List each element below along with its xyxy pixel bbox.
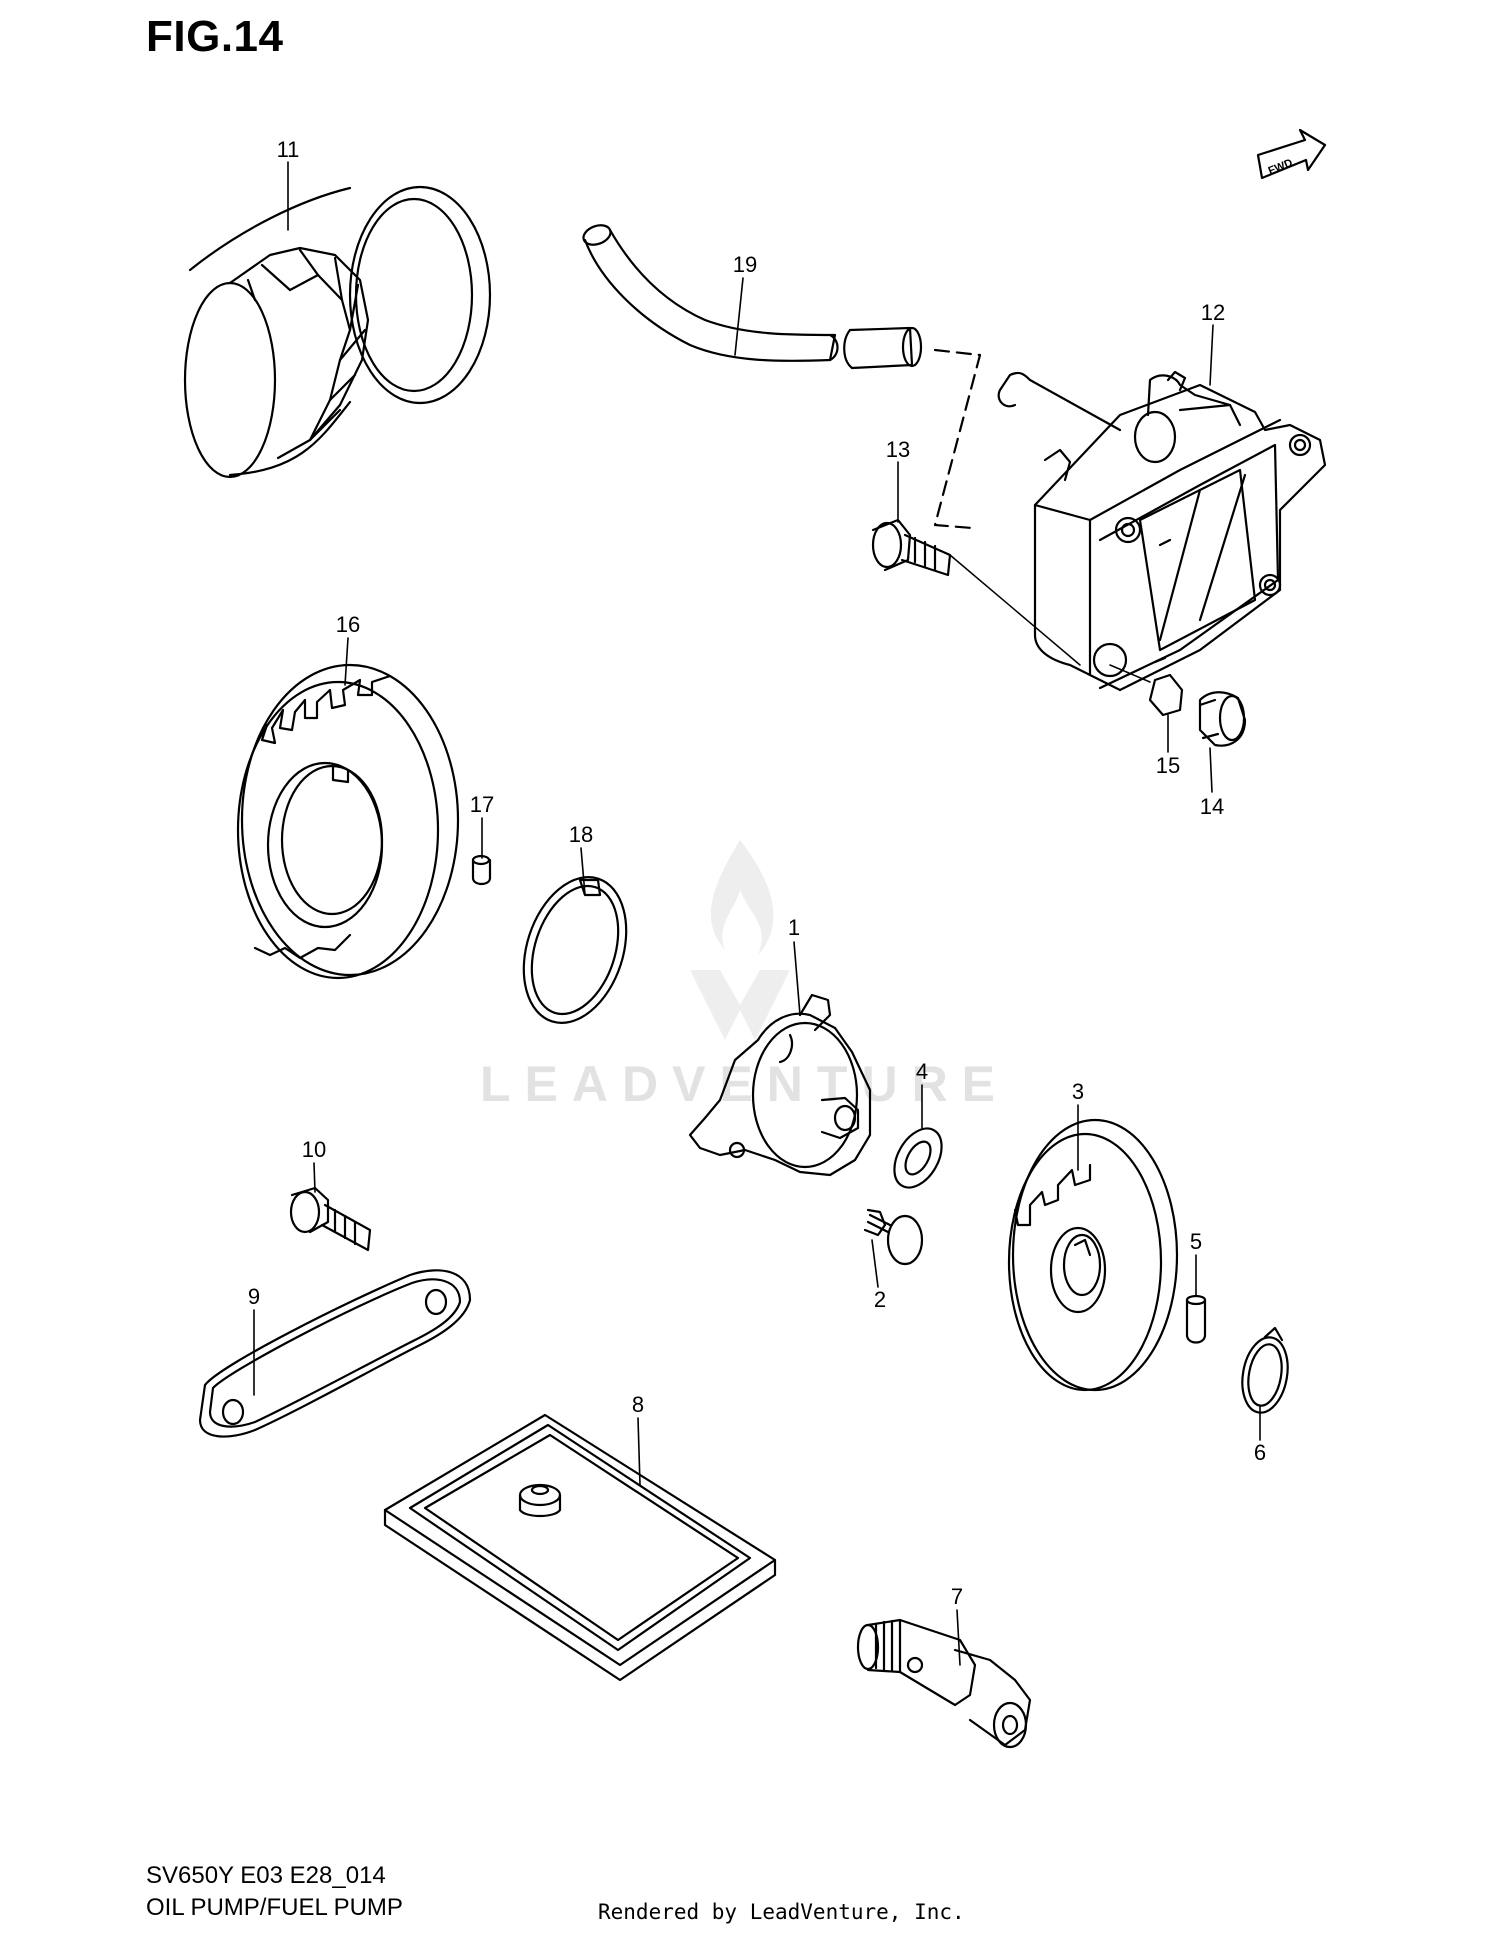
part-12-fuel-pump xyxy=(997,370,1327,692)
part-19-fuel-hose xyxy=(582,224,982,530)
callout-18: 18 xyxy=(568,822,594,847)
leadventure-watermark-logo xyxy=(690,840,790,1040)
part-14-grommet xyxy=(1198,691,1247,747)
callout-4: 4 xyxy=(915,1059,929,1084)
callout-1: 1 xyxy=(787,915,801,940)
part-11-oil-filter xyxy=(183,185,492,479)
part-9-gasket-plate xyxy=(198,1269,472,1438)
callout-7: 7 xyxy=(950,1584,964,1609)
watermark-text: LEADVENTURE xyxy=(480,1056,1010,1112)
part-10-bolt xyxy=(289,1186,372,1252)
fwd-arrow-icon: FWD xyxy=(1256,128,1327,180)
section-name: OIL PUMP/FUEL PUMP xyxy=(146,1894,403,1921)
leader-lines xyxy=(253,161,1261,1666)
callout-17: 17 xyxy=(469,792,495,817)
part-6-circlip xyxy=(1241,1326,1289,1414)
callout-6: 6 xyxy=(1253,1440,1267,1465)
callout-16: 16 xyxy=(335,612,361,637)
figure-title: FIG.14 xyxy=(146,12,284,61)
model-code: SV650Y E03 E28_014 xyxy=(146,1862,386,1889)
callout-11: 11 xyxy=(276,137,300,162)
part-18-circlip xyxy=(522,876,628,1024)
callout-8: 8 xyxy=(631,1392,645,1417)
callout-5: 5 xyxy=(1189,1229,1203,1254)
part-13-bolt xyxy=(871,518,1081,666)
callout-2: 2 xyxy=(873,1287,887,1312)
part-17-pin xyxy=(471,854,492,886)
rendered-by-credit: Rendered by LeadVenture, Inc. xyxy=(598,1900,965,1924)
part-2-screw xyxy=(863,1208,924,1266)
callout-15: 15 xyxy=(1155,753,1181,778)
part-8-oil-strainer xyxy=(383,1413,777,1682)
callout-12: 12 xyxy=(1200,300,1226,325)
callout-10: 10 xyxy=(301,1137,327,1162)
callout-3: 3 xyxy=(1071,1079,1085,1104)
callout-9: 9 xyxy=(247,1284,261,1309)
callout-14: 14 xyxy=(1199,794,1225,819)
part-16-gear xyxy=(236,663,460,980)
callout-19: 19 xyxy=(732,252,758,277)
callout-13: 13 xyxy=(885,437,911,462)
part-3-drive-gear xyxy=(1007,1118,1179,1392)
part-7-relief-valve xyxy=(856,1618,1032,1749)
part-4-washer xyxy=(893,1127,943,1189)
part-15-collar xyxy=(1109,664,1184,717)
part-1-oil-pump xyxy=(688,993,872,1177)
part-5-pin xyxy=(1185,1294,1207,1344)
